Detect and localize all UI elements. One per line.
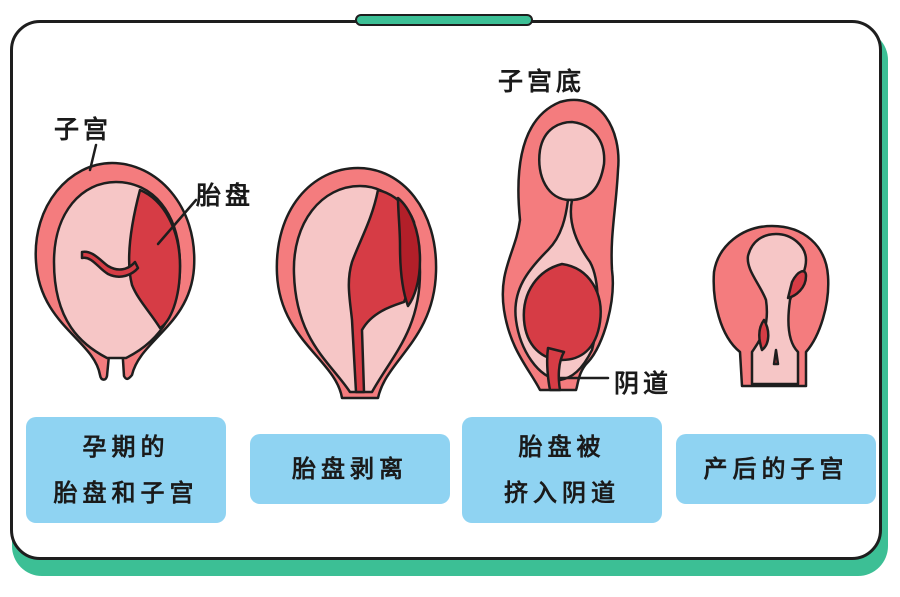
- stage1-uterus-illustration: [36, 145, 196, 380]
- label-uterus: 子宫: [54, 110, 112, 146]
- stage4-postpartum-illustration: [714, 226, 829, 386]
- label-fundus: 子宫底: [498, 62, 585, 98]
- caption-stage3-line1: 胎盘被: [519, 424, 606, 470]
- caption-stage2: 胎盘剥离: [250, 434, 450, 504]
- caption-stage3: 胎盘被 挤入阴道: [462, 417, 662, 523]
- caption-stage1-line2: 胎盘和子宫: [54, 470, 199, 516]
- caption-stage4: 产后的子宫: [676, 434, 876, 504]
- label-placenta: 胎盘: [196, 176, 254, 212]
- stage2-detaching-illustration: [277, 168, 436, 398]
- caption-stage4-line1: 产后的子宫: [704, 446, 849, 492]
- caption-stage2-line1: 胎盘剥离: [292, 446, 408, 492]
- caption-stage1-line1: 孕期的: [83, 424, 170, 470]
- stage3-expulsion-illustration: [503, 100, 619, 390]
- caption-stage3-line2: 挤入阴道: [504, 470, 620, 516]
- label-vagina: 阴道: [614, 364, 672, 400]
- caption-stage1: 孕期的 胎盘和子宫: [26, 417, 226, 523]
